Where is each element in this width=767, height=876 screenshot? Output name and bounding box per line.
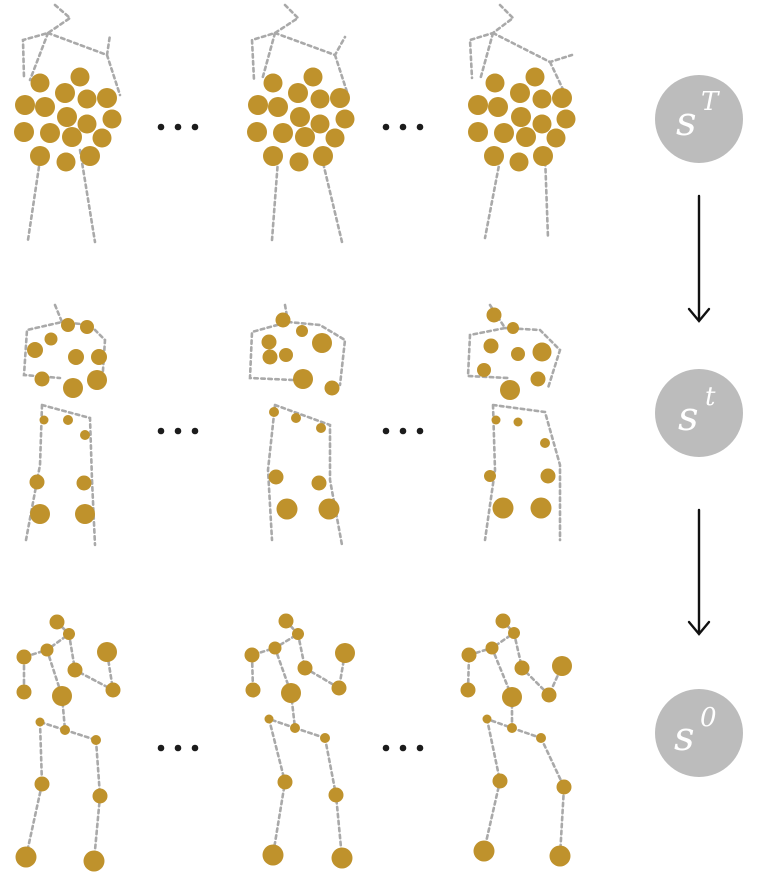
ellipsis-icon [157,123,199,131]
ellipsis-icon [382,427,424,435]
down-arrow-icon [687,508,711,636]
pose-figure-noisy-2 [247,3,355,244]
state-column: s T s t s 0 [655,75,743,777]
pose-figure-clean-3 [460,613,572,867]
pose-figure-intermediate-1 [22,303,107,547]
down-arrow-icon [687,194,711,323]
state-label-base: s [676,99,697,145]
state-node-intermediate: s t [655,369,743,457]
row-intermediate [22,303,562,547]
pose-figure-noisy-3 [468,3,576,240]
pose-figure-intermediate-3 [466,303,562,542]
state-node-noise: s T [655,75,743,163]
pose-figure-noisy-1 [14,3,122,244]
joint-cluster [247,67,355,172]
row-noisy [14,3,576,244]
state-label-base: s [674,714,695,760]
pose-figure-intermediate-2 [248,303,347,547]
joint-cluster [468,67,576,172]
state-label-superscript: T [701,87,720,117]
ellipsis-icon [382,744,424,752]
pose-figure-clean-1 [15,614,121,872]
joint-cluster [14,67,122,172]
state-label-superscript: t [705,382,716,412]
pose-figure-clean-2 [244,613,355,869]
ellipsis-icon [157,427,199,435]
ellipsis-icon [382,123,424,131]
row-clean [15,613,572,872]
state-node-clean: s 0 [655,689,743,777]
state-label-superscript: 0 [700,703,717,733]
state-label-base: s [678,394,699,440]
ellipsis-icon [157,744,199,752]
